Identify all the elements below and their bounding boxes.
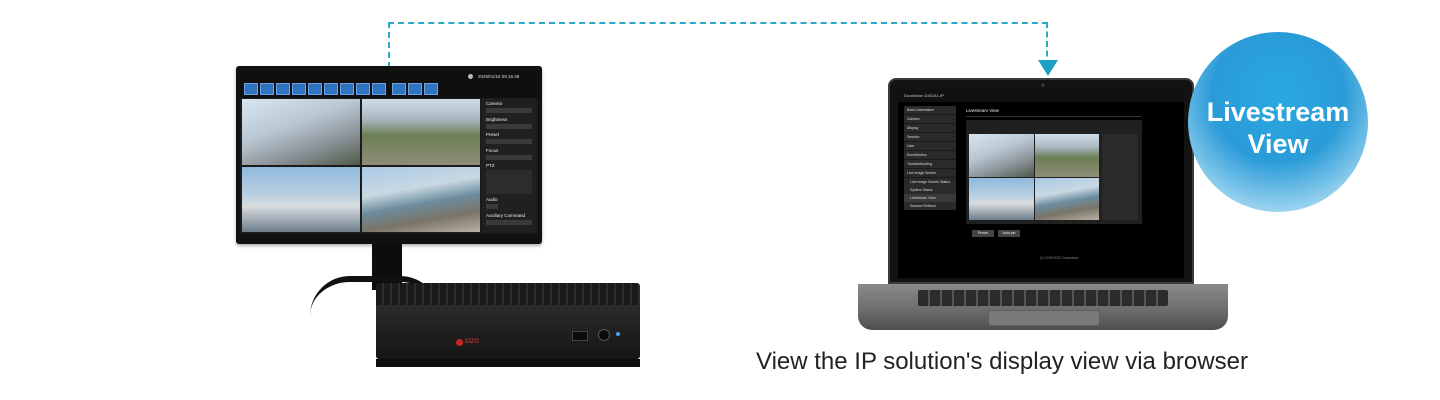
trackpad: [988, 310, 1100, 326]
livestream-view-badge: Livestream View: [1188, 32, 1368, 212]
heatsink: [376, 283, 640, 305]
connector-line-right: [1046, 22, 1048, 66]
laptop-base: [858, 284, 1228, 330]
layout-button[interactable]: [356, 83, 370, 95]
webcam-icon: [1041, 83, 1045, 87]
camera-select[interactable]: [486, 108, 532, 113]
monitor-stand: [310, 276, 440, 316]
badge-line-1: Livestream: [1206, 97, 1350, 127]
panel-label: Focus: [486, 148, 499, 153]
audio-button[interactable]: [486, 204, 498, 209]
focus-control[interactable]: [486, 155, 532, 160]
panel-label: Audio: [486, 197, 498, 202]
user-icon: [468, 74, 473, 79]
camera-view[interactable]: [362, 99, 480, 165]
layout-button[interactable]: [308, 83, 322, 95]
arrow-right-icon[interactable]: [424, 83, 438, 95]
menu-item[interactable]: Session: [904, 133, 956, 141]
layout-button[interactable]: [372, 83, 386, 95]
brand-name: EIZO: [465, 339, 480, 345]
keyboard: [918, 290, 1168, 306]
layout-button[interactable]: [292, 83, 306, 95]
arrow-down-icon: [1038, 60, 1058, 76]
camera-view[interactable]: [1034, 177, 1099, 220]
camera-view[interactable]: [242, 166, 360, 232]
preset-control[interactable]: [486, 139, 532, 144]
panel-label: Preset: [486, 132, 500, 137]
arrow-left-icon[interactable]: [408, 83, 422, 95]
menu-subitem-selected[interactable]: Livestream View: [904, 194, 956, 202]
laptop-lid: DuraVision DX0211-IP Basic Information C…: [888, 78, 1194, 284]
menu-subitem[interactable]: Session Refresh: [904, 202, 956, 210]
auto-pin-button[interactable]: Auto-pin: [998, 230, 1020, 237]
menu-item[interactable]: Live Image Screen: [904, 169, 956, 177]
app-title: DuraVision DX0211-IP: [904, 93, 944, 98]
laptop-screen: DuraVision DX0211-IP Basic Information C…: [898, 90, 1184, 278]
livestream-main: Livestream View Preset Auto-pin (C) 2025…: [960, 106, 1184, 276]
menu-subitem[interactable]: System Status: [904, 186, 956, 194]
box-base: [376, 359, 640, 367]
layout-button[interactable]: [260, 83, 274, 95]
camera-view[interactable]: [969, 177, 1034, 220]
connector-line-left: [388, 22, 390, 68]
camera-view[interactable]: [1034, 134, 1099, 177]
menu-item[interactable]: Display: [904, 124, 956, 132]
menu-subitem[interactable]: Live Image Screen Status: [904, 178, 956, 186]
camera-view[interactable]: [362, 166, 480, 232]
layout-button[interactable]: [276, 83, 290, 95]
menu-item[interactable]: Basic Information: [904, 106, 956, 114]
caption: View the IP solution's display view via …: [756, 348, 1248, 375]
monitor-control-panel: Camera Brightness Preset Focus PTZ Audio…: [482, 99, 536, 232]
camera-view[interactable]: [242, 99, 360, 165]
layout-button[interactable]: [340, 83, 354, 95]
panel-label: PTZ: [486, 163, 495, 168]
panel-label: Brightness: [486, 117, 508, 122]
livestream-grid: [969, 134, 1099, 220]
logo-mark-icon: [456, 339, 463, 346]
auxiliary-command-control[interactable]: [486, 220, 532, 225]
copyright: (C) 2025 EIZO Corporation: [1040, 256, 1079, 260]
monitor: 2025/01/16 09:16:48 Camera Brightness Pr…: [236, 66, 542, 244]
menu-item[interactable]: Troubleshooting: [904, 160, 956, 168]
menu-item[interactable]: Event/Action: [904, 151, 956, 159]
layout-button[interactable]: [244, 83, 258, 95]
ip-decoding-box: EIZO: [376, 283, 640, 367]
badge-text: Livestream View: [1188, 96, 1368, 160]
badge-line-2: View: [1247, 129, 1309, 159]
box-front-panel: [376, 305, 640, 359]
brightness-control[interactable]: [486, 124, 532, 129]
camera-view[interactable]: [969, 134, 1034, 177]
usb-port: [572, 331, 588, 341]
panel-label: Auxiliary Command: [486, 213, 526, 218]
settings-sidebar: Basic Information Camera Display Session…: [904, 106, 956, 210]
menu-item[interactable]: Camera: [904, 115, 956, 123]
divider: [966, 116, 1141, 117]
browser-header: DuraVision DX0211-IP: [898, 90, 1184, 102]
brand-logo: EIZO: [456, 339, 482, 346]
preset-button[interactable]: Preset: [972, 230, 994, 237]
livestream-frame: [966, 120, 1142, 224]
layout-button[interactable]: [324, 83, 338, 95]
connector-line-horizontal: [388, 22, 1048, 24]
monitor-datetime: 2025/01/16 09:16:48: [478, 74, 520, 79]
page-title: Livestream View: [966, 108, 999, 113]
power-led: [616, 332, 620, 336]
panel-label: Camera: [486, 101, 503, 106]
camera-grid: [242, 99, 480, 232]
monitor-toolbar: 2025/01/16 09:16:48: [240, 70, 538, 98]
ptz-control[interactable]: [486, 170, 532, 194]
layout-button[interactable]: [392, 83, 406, 95]
power-button[interactable]: [598, 329, 610, 341]
livestream-control-panel: [1102, 134, 1138, 220]
monitor-screen: 2025/01/16 09:16:48 Camera Brightness Pr…: [240, 70, 538, 234]
menu-item[interactable]: User: [904, 142, 956, 150]
